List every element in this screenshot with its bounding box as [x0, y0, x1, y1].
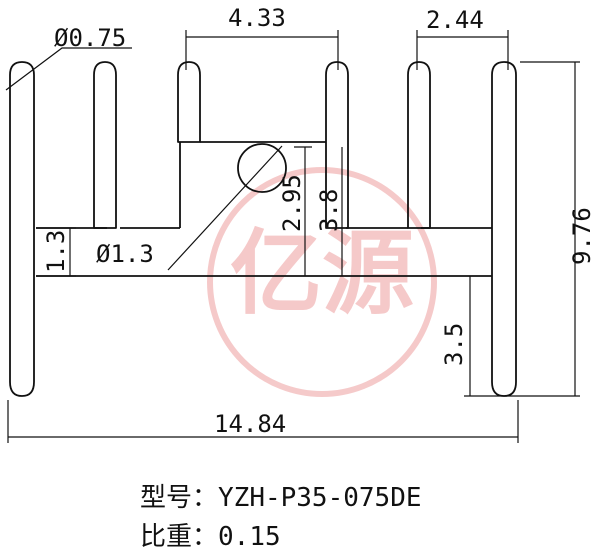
watermark-logo: 亿源	[207, 167, 437, 397]
dim-fin-spacing-right: 2.44	[426, 6, 484, 34]
model-label: 型号：	[140, 483, 219, 513]
dim-total-width: 14.84	[214, 410, 286, 438]
fin-5	[407, 61, 431, 229]
weight-label: 比重：	[140, 522, 219, 552]
dim-groove-diameter: Ø1.3	[96, 240, 154, 268]
heatsink-profile-drawing: 亿源 14.84 4.33 2.44 Ø0.75 Ø1.3 9.76	[5, 4, 596, 443]
fin-3	[177, 61, 201, 143]
weight-line: 比重：0.15	[140, 516, 281, 553]
dim-fin-spacing-top: 4.33	[228, 4, 286, 32]
model-value: YZH-P35-075DE	[218, 483, 422, 513]
fin-2	[93, 61, 117, 229]
watermark-text: 亿源	[230, 220, 414, 327]
dim-base-thickness: 1.3	[42, 230, 70, 273]
dim-fin-tip-diameter: Ø0.75	[54, 24, 126, 52]
dim-groove-height: 3.8	[315, 189, 343, 232]
dim-total-height: 9.76	[568, 207, 596, 265]
screw-groove	[237, 143, 287, 193]
weight-value: 0.15	[218, 522, 281, 552]
dim-bottom-fin-height: 3.5	[440, 323, 468, 366]
dimension-lines	[5, 30, 580, 443]
dim-groove-depth: 2.95	[278, 174, 306, 232]
model-line: 型号：YZH-P35-075DE	[140, 477, 422, 514]
